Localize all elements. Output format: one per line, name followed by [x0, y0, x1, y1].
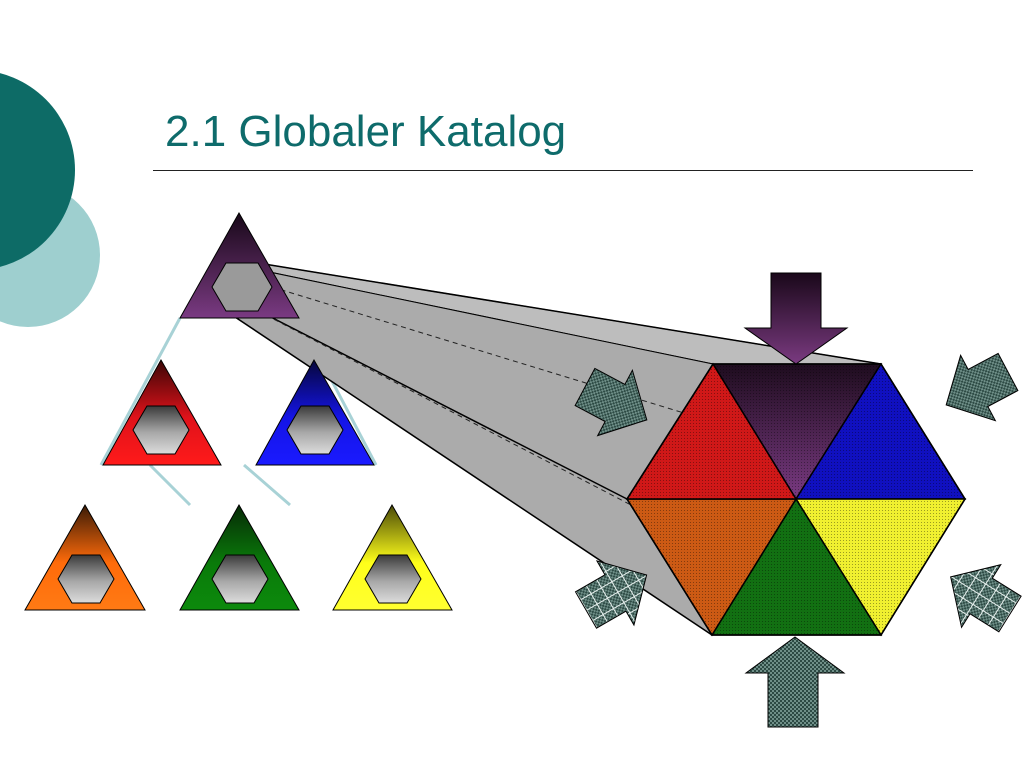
- arrow-upper-right: [945, 352, 1019, 422]
- arrow-upper-left: [574, 367, 648, 437]
- small-hexagon-orange: [57, 554, 115, 604]
- arrow-bottom: [744, 636, 846, 728]
- small-hexagon-green: [211, 554, 269, 604]
- funnel-edge: [211, 286, 628, 500]
- arrow-lower-left: [574, 560, 648, 629]
- small-hexagon-yellow: [364, 554, 422, 604]
- hexagon-texture: [626, 363, 966, 636]
- arrow-top: [743, 272, 849, 365]
- small-hexagon-top: [211, 262, 273, 312]
- pyramid-link: [148, 463, 192, 507]
- small-hexagon-blue: [286, 405, 344, 455]
- decor-circles: [0, 73, 100, 327]
- arrows: [574, 272, 1022, 728]
- pyramid-link: [243, 463, 291, 507]
- small-hexagon-red: [132, 405, 190, 455]
- slide-title: 2.1 Globaler Katalog: [165, 107, 567, 156]
- decor-circle-dark: [0, 73, 75, 267]
- catalog-hexagon: [625, 362, 967, 637]
- small-hexagons: [57, 262, 422, 604]
- pyramid-link: [99, 317, 182, 466]
- arrow-lower-right: [950, 563, 1022, 633]
- title-underline: [153, 170, 973, 171]
